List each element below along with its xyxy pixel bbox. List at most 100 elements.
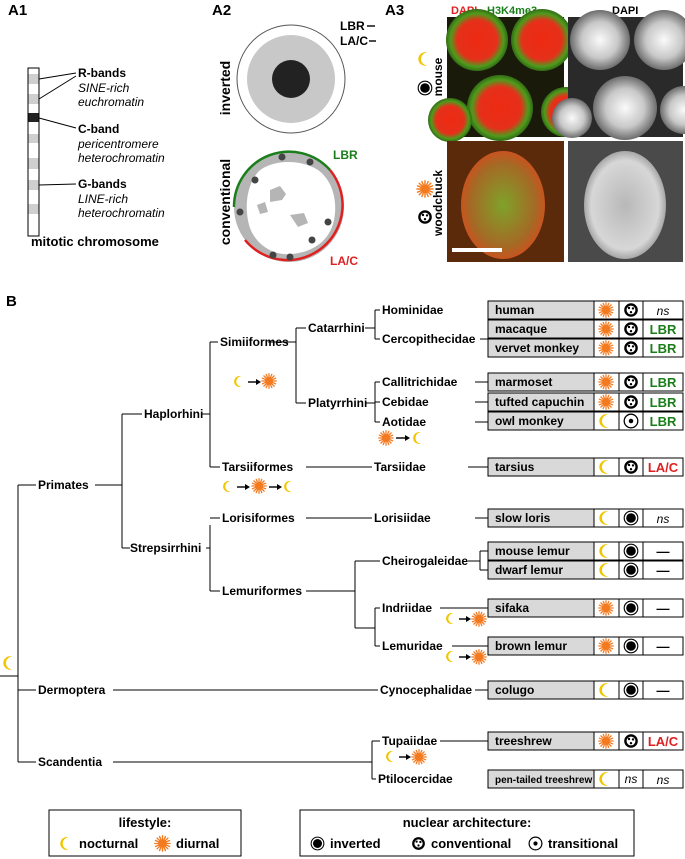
species-name: dwarf lemur <box>495 563 563 577</box>
lemuridae-transition <box>446 649 487 665</box>
species-name: colugo <box>495 683 534 697</box>
species-row-dwarf-lemur: dwarf lemur — <box>487 560 684 580</box>
a3-dapi-gray-label: DAPI <box>612 5 638 17</box>
transition-nocturnal-icon <box>223 480 231 493</box>
c-band-desc2: heterochromatin <box>78 151 165 165</box>
species-row-colugo: colugo — <box>487 680 684 700</box>
lamina-value: — <box>657 601 670 616</box>
lamina-value: LBR <box>650 395 677 410</box>
species-name: mouse lemur <box>495 544 570 558</box>
diurnal-icon <box>598 302 614 318</box>
conventional-architecture-icon <box>624 460 638 474</box>
r-bands-label: R-bands <box>78 66 126 80</box>
transition-nocturnal-icon <box>284 480 292 493</box>
diurnal-icon <box>598 340 614 356</box>
g-bands-desc1: LINE-rich <box>78 192 128 206</box>
aotidae-transition <box>378 430 422 446</box>
lamina-value: LA/C <box>648 734 679 749</box>
family-cynocephalidae: Cynocephalidae <box>380 683 472 697</box>
transition-diurnal-icon <box>471 611 487 627</box>
lemuriformes-label: Lemuriformes <box>222 584 302 598</box>
lamina-value: — <box>657 563 670 578</box>
species-name: pen-tailed treeshrew <box>495 775 592 786</box>
conventional-nucleus <box>232 150 344 262</box>
legend-transitional-label: transitional <box>548 836 618 851</box>
simiiformes-label: Simiiformes <box>220 335 289 349</box>
conventional-architecture-icon <box>624 734 638 748</box>
a2-lbr-label: LBR <box>340 19 365 33</box>
species-row-brown-lemur: brown lemur— <box>487 636 684 656</box>
g-bands-label: G-bands <box>78 177 127 191</box>
transition-diurnal-icon <box>471 649 487 665</box>
woodchuck-color-micrograph <box>447 141 564 262</box>
inverted-architecture-icon <box>623 562 639 578</box>
species-row-treeshrew: treeshrew LA/C <box>487 731 684 751</box>
inverted-architecture-icon <box>623 638 639 654</box>
family-hominidae: Hominidae <box>382 303 444 317</box>
architecture-legend <box>299 809 635 857</box>
woodchuck-conventional-icon <box>418 210 432 224</box>
lamina-value: ns <box>657 304 670 318</box>
conventional-label: conventional <box>217 159 233 245</box>
mitotic-chromosome <box>27 67 77 237</box>
primates-label: Primates <box>38 478 89 492</box>
mouse-label: mouse <box>431 57 445 96</box>
species-name: human <box>495 303 534 317</box>
a2-lac-red-label: LA/C <box>330 254 358 268</box>
lifestyle-legend <box>48 809 242 857</box>
catarrhini-label: Catarrhini <box>308 321 365 335</box>
conventional-architecture-icon <box>624 375 638 389</box>
diurnal-icon <box>598 638 614 654</box>
legend-lifestyle-title: lifestyle: <box>119 815 172 830</box>
c-band-label: C-band <box>78 122 119 136</box>
legend-conventional-icon <box>412 837 425 850</box>
legend-transitional-icon <box>528 836 543 851</box>
mouse-inverted-icon <box>417 80 433 96</box>
legend-inverted-label: inverted <box>330 836 381 851</box>
transition-diurnal-icon <box>411 749 427 765</box>
r-bands-desc2: euchromatin <box>78 95 144 109</box>
lamina-value: LBR <box>650 375 677 390</box>
species-row-marmoset: marmoset LBR <box>487 372 684 392</box>
family-ptilocercidae: Ptilocercidae <box>378 772 453 786</box>
lamina-value: ns <box>657 773 670 787</box>
panel-label-a3: A3 <box>385 2 405 19</box>
inverted-architecture-icon <box>623 543 639 559</box>
lamina-value: — <box>657 683 670 698</box>
lamina-value: — <box>657 544 670 559</box>
mouse-dapi-micrograph <box>552 10 685 140</box>
woodchuck-label: woodchuck <box>431 170 445 237</box>
lamina-value: LBR <box>650 414 677 429</box>
strepsirrhini-label: Strepsirrhini <box>130 541 201 555</box>
mouse-nocturnal-icon <box>418 52 428 66</box>
inverted-label: inverted <box>217 61 233 115</box>
species-row-tufted-capuchin: tufted capuchin LBR <box>487 392 684 412</box>
transition-nocturnal-icon <box>446 612 454 625</box>
legend-conventional-label: conventional <box>431 836 511 851</box>
species-name: tufted capuchin <box>495 395 584 409</box>
family-lemuridae: Lemuridae <box>382 639 443 653</box>
conventional-architecture-icon <box>624 303 638 317</box>
transition-nocturnal-icon <box>446 650 454 663</box>
legend-arch-title: nuclear architecture: <box>403 815 532 830</box>
diurnal-icon <box>598 374 614 390</box>
family-tupaiidae: Tupaiidae <box>382 734 437 748</box>
conventional-architecture-icon <box>624 322 638 336</box>
species-row-mouse-lemur: mouse lemur — <box>487 541 684 561</box>
g-bands-desc2: heterochromatin <box>78 206 165 220</box>
dermoptera-label: Dermoptera <box>38 683 106 697</box>
r-bands-desc1: SINE-rich <box>78 81 130 95</box>
lamina-value: ns <box>657 512 670 526</box>
species-name: marmoset <box>495 375 552 389</box>
tupaiidae-transition <box>386 749 427 765</box>
lorisiformes-label: Lorisiformes <box>222 511 295 525</box>
a2-lac-label: LA/C <box>340 34 368 48</box>
family-tarsiidae: Tarsiidae <box>374 460 426 474</box>
species-name: treeshrew <box>495 734 552 748</box>
